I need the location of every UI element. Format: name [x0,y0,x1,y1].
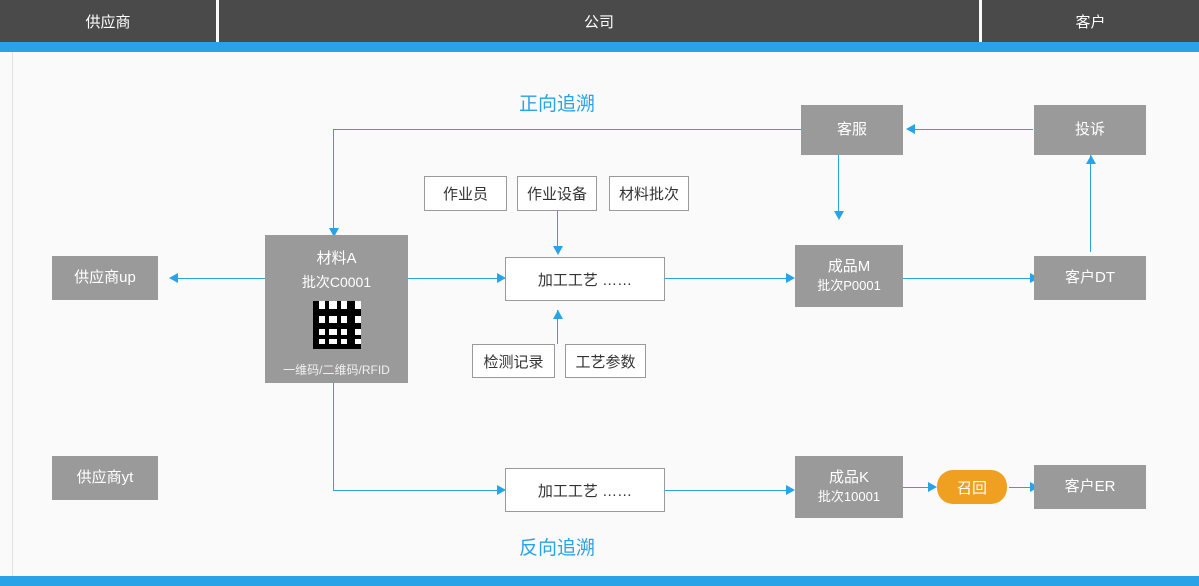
line-material-to-process [408,278,498,279]
line-process2-to-productk [665,490,787,491]
line-material-to-process2 [333,490,498,491]
node-recall[interactable]: 召回 [937,470,1007,504]
arrow-process-to-productm [786,273,795,283]
node-complaint[interactable]: 投诉 [1034,105,1146,155]
node-process-top-label: 加工工艺 …… [537,271,633,289]
arrow-material-to-process [497,273,506,283]
node-product-m-title: 成品M [827,257,871,275]
attr-operator[interactable]: 作业员 [424,176,507,211]
left-divider [12,52,13,576]
node-complaint-label: 投诉 [1074,121,1105,139]
arrow-material-to-supplierup [169,273,178,283]
line-customerdt-to-complaint [1090,155,1091,252]
node-customer-er[interactable]: 客户ER [1034,465,1146,509]
lane-company-label: 公司 [583,13,614,31]
line-material-down [333,383,334,490]
line-material-to-supplierup [178,278,265,279]
node-process-bottom-label: 加工工艺 …… [537,482,633,500]
material-batch: 批次C0001 [301,274,372,290]
node-product-k[interactable]: 成品K 批次10001 [795,456,903,518]
attr-material-batch[interactable]: 材料批次 [609,176,689,211]
attr-parameters[interactable]: 工艺参数 [565,344,646,378]
line-complaint-to-service [915,129,1033,130]
accent-bar-top [0,42,1199,52]
forward-trace-label: 正向追溯 [519,94,596,115]
accent-bar-bottom [0,576,1199,586]
line-service-to-material-v [333,129,334,229]
line-attrs-to-process [557,211,558,247]
attr-material-batch-label: 材料批次 [618,186,679,203]
node-customer-service[interactable]: 客服 [801,105,903,155]
node-supplier-up[interactable]: 供应商up [52,256,158,300]
attr-equipment[interactable]: 作业设备 [517,176,597,211]
arrow-complaint-to-service [906,124,915,134]
node-product-k-title: 成品K [828,468,869,486]
lane-supplier: 供应商 [0,0,216,51]
node-product-m-batch: 批次P0001 [817,278,881,294]
material-codes: 一维码/二维码/RFID [283,363,390,377]
node-product-m[interactable]: 成品M 批次P0001 [795,245,903,307]
line-recall-to-customerer [1009,487,1031,488]
arrow-process2-to-productk [786,485,795,495]
node-recall-label: 召回 [956,479,987,497]
node-process-bottom[interactable]: 加工工艺 …… [505,468,665,512]
arrow-productk-to-recall [928,482,937,492]
node-supplier-up-label: 供应商up [74,269,136,287]
lane-company: 公司 [219,0,979,51]
line-attrs2-to-process [557,310,558,344]
node-process-top[interactable]: 加工工艺 …… [505,257,665,301]
node-supplier-yt-label: 供应商yt [76,469,134,487]
attr-parameters-label: 工艺参数 [575,353,636,371]
qr-code-icon [312,301,361,349]
node-customer-dt[interactable]: 客户DT [1034,256,1146,300]
node-customer-dt-label: 客户DT [1065,269,1115,287]
lane-customer: 客户 [982,0,1199,51]
lane-header: 供应商 公司 客户 [0,0,1199,51]
line-process-to-productm [665,278,787,279]
node-supplier-yt[interactable]: 供应商yt [52,456,158,500]
node-customer-er-label: 客户ER [1064,478,1116,496]
backward-trace-label: 反向追溯 [519,538,596,559]
arrow-attrs-to-process [553,246,563,255]
node-customer-service-label: 客服 [836,121,867,139]
node-material-a[interactable]: 材料A 批次C0001 一维码/二维码/RFID [265,235,408,383]
arrow-material-to-process2 [497,485,506,495]
attr-operator-label: 作业员 [442,186,488,203]
attr-inspection[interactable]: 检测记录 [472,344,555,378]
line-service-to-material-h [333,129,801,130]
material-title: 材料A [316,250,357,267]
arrow-service-to-material [329,228,339,237]
lane-supplier-label: 供应商 [85,13,131,31]
line-productk-to-recall [903,487,929,488]
node-product-k-batch: 批次10001 [817,489,881,505]
arrow-customerdt-to-complaint [1086,155,1096,164]
line-service-to-productm [838,155,839,212]
arrow-service-to-productm [834,211,844,220]
attr-equipment-label: 作业设备 [526,186,587,203]
lane-customer-label: 客户 [1075,13,1106,31]
arrow-attrs2-to-process [553,310,563,319]
line-productm-to-customerdt [903,278,1031,279]
attr-inspection-label: 检测记录 [483,353,544,371]
